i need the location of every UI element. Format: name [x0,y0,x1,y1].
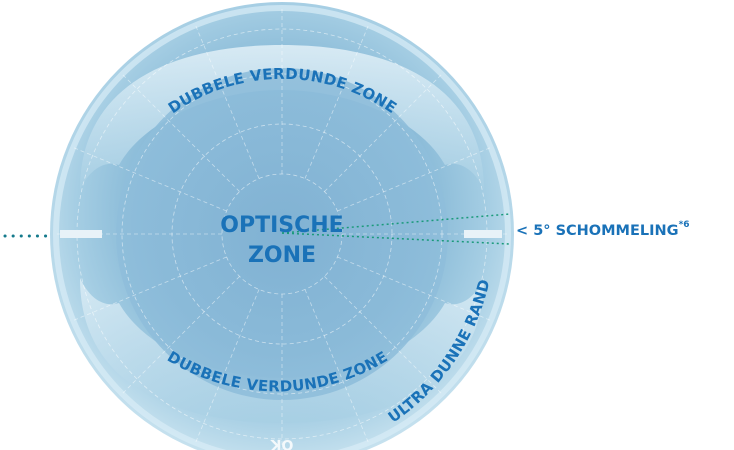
right-marker-slot [464,230,502,238]
grid-radial-line [324,72,444,192]
grid-radial-line [194,289,260,445]
lens-rim [53,5,511,450]
grid-radial-line [337,146,493,212]
grid-radials [54,6,510,450]
grid-radial-line [120,276,240,396]
ok-orientation-mark: OK [269,436,293,450]
lower-thin-zone-band [80,278,484,423]
grid-radial-line [304,23,370,179]
grid-radial-line [337,256,493,322]
rotation-label: < 5° SCHOMMELING*6 [516,220,690,239]
upper-thin-zone-band [80,45,484,190]
rotation-angle-lines [281,213,511,245]
grid-radial-line [194,23,260,179]
grid-radial-line [120,72,240,192]
optic-zone-label-line2: ZONE [248,243,316,268]
left-marker-slot [60,230,102,238]
grid-radial-line [71,256,227,322]
rotation-label-text: < 5° SCHOMMELING [516,222,679,239]
grid-radial-line [71,146,227,212]
optic-zone-label-line1: OPTISCHE [220,213,343,238]
grid-radial-line [324,276,444,396]
rotation-footnote: *6 [678,220,690,230]
grid-radial-line [304,289,370,445]
